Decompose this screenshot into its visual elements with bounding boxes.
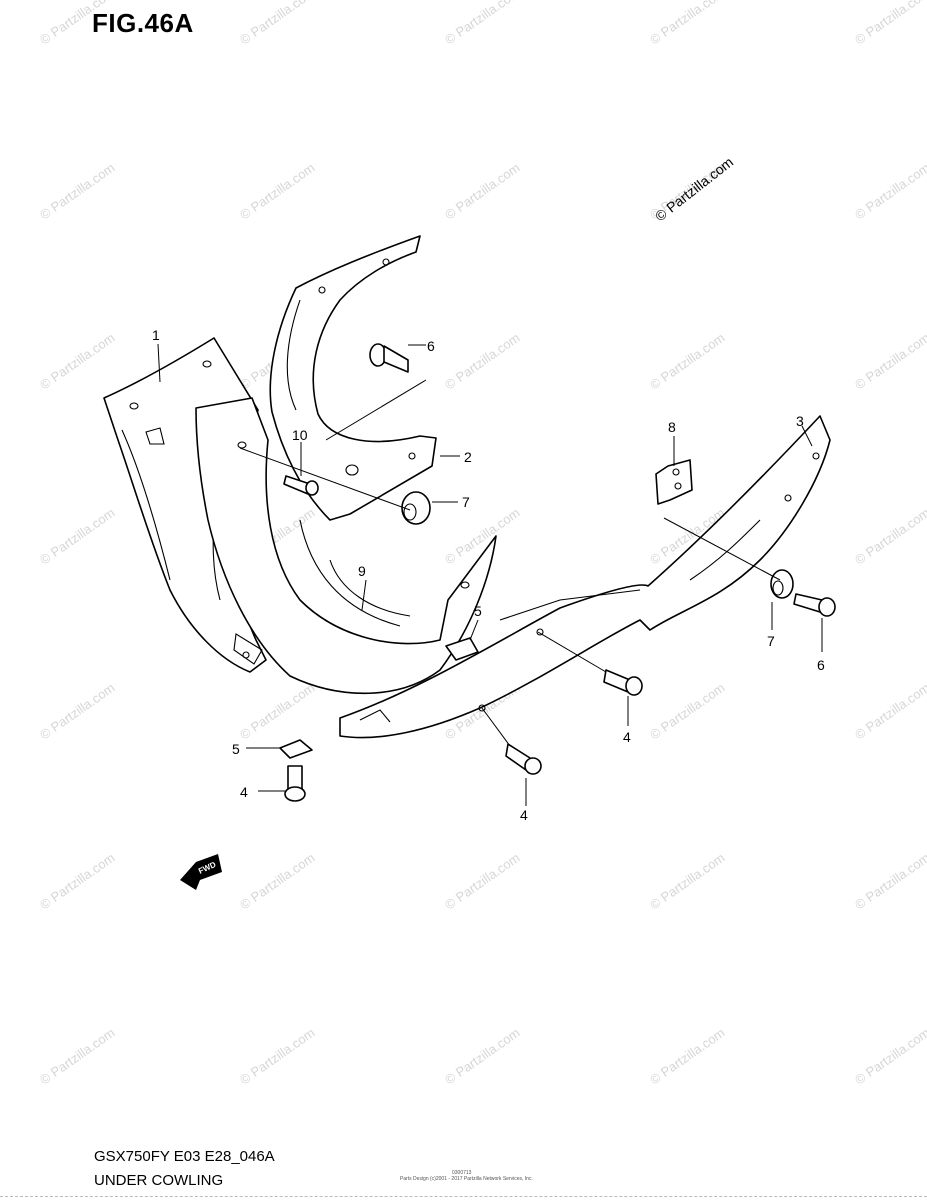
watermark-text: © Partzilla.com [647, 0, 727, 47]
part-6-bolt-right[interactable] [793, 593, 836, 617]
part-5-clip-nut-center[interactable] [445, 637, 479, 661]
watermark-text: © Partzilla.com [852, 505, 927, 568]
tiny-footer-text: Parts Design (c)2001 - 2017 Partzilla Ne… [400, 1176, 533, 1182]
callout-2: 2 [464, 449, 472, 465]
watermark-text: © Partzilla.com [647, 850, 727, 913]
callout-6-upper: 6 [427, 338, 435, 354]
watermark-text: © Partzilla.com [852, 680, 927, 743]
callout-4-right: 4 [623, 729, 631, 745]
watermark-text: © Partzilla.com [852, 1025, 927, 1088]
leader-lines [157, 343, 823, 806]
watermark-text: © Partzilla.com [647, 1025, 727, 1088]
watermark-text: © Partzilla.com [647, 330, 727, 393]
part-10-screw[interactable] [283, 475, 319, 496]
callout-10: 10 [292, 427, 308, 443]
tiny-ref-number: 0300713 [452, 1170, 472, 1176]
watermark-text: © Partzilla.com [37, 850, 117, 913]
callout-5-left: 5 [232, 741, 240, 757]
part-2-front-cowling-upper[interactable] [269, 235, 437, 521]
watermark-text: © Partzilla.com [37, 330, 117, 393]
callout-5-center: 5 [474, 603, 482, 619]
callout-9: 9 [358, 563, 366, 579]
watermark-text: © Partzilla.com [442, 0, 522, 47]
watermark-text: © Partzilla.com [442, 850, 522, 913]
watermark-text: © Partzilla.com [37, 505, 117, 568]
watermark-text: © Partzilla.com [237, 850, 317, 913]
watermark-text: © Partzilla.com [852, 0, 927, 47]
callout-8: 8 [668, 419, 676, 435]
part-5-clip-nut-left[interactable] [279, 739, 313, 759]
watermark-text: © Partzilla.com [442, 160, 522, 223]
part-4-screw-middle[interactable] [505, 743, 542, 775]
figure-title: FIG.46A [92, 8, 194, 38]
fwd-arrow-icon: FWD [180, 854, 222, 890]
callout-7-upper: 7 [462, 494, 470, 510]
watermark-text: © Partzilla.com [37, 0, 117, 47]
page-bottom-border [0, 1196, 927, 1197]
section-name: UNDER COWLING [94, 1172, 224, 1189]
part-7-grommet-upper[interactable] [401, 491, 431, 525]
watermark-text: © Partzilla.com [852, 850, 927, 913]
copyright-mark: © Partzilla.com [652, 154, 736, 225]
callout-6-right: 6 [817, 657, 825, 673]
watermark-text: © Partzilla.com [237, 160, 317, 223]
watermark-text: © Partzilla.com [852, 330, 927, 393]
watermark-text: © Partzilla.com [647, 680, 727, 743]
watermark-text: © Partzilla.com [237, 0, 317, 47]
watermark-text: © Partzilla.com [237, 680, 317, 743]
part-3-right-under-cowling[interactable] [339, 415, 831, 739]
callout-4-lower-left: 4 [240, 784, 248, 800]
callout-labels: 1 2 3 4 4 4 5 5 6 6 7 7 8 9 10 [152, 327, 825, 823]
callout-3: 3 [796, 413, 804, 429]
model-code: GSX750FY E03 E28_046A [94, 1148, 275, 1165]
watermark-text: © Partzilla.com [37, 1025, 117, 1088]
part-6-bolt-upper[interactable] [369, 343, 409, 373]
part-4-screw-right[interactable] [603, 669, 643, 696]
part-4-screw-lower-left[interactable] [284, 765, 306, 802]
watermark-text: © Partzilla.com [442, 1025, 522, 1088]
callout-1: 1 [152, 327, 160, 343]
part-8-bracket[interactable] [655, 459, 693, 505]
watermark-text: © Partzilla.com [852, 160, 927, 223]
watermark-text: © Partzilla.com [442, 330, 522, 393]
callout-7-right: 7 [767, 633, 775, 649]
callout-4-middle: 4 [520, 807, 528, 823]
watermark-text: © Partzilla.com [37, 680, 117, 743]
watermark-text: © Partzilla.com [37, 160, 117, 223]
watermark-text: © Partzilla.com [237, 1025, 317, 1088]
part-7-grommet-right[interactable] [770, 569, 794, 599]
